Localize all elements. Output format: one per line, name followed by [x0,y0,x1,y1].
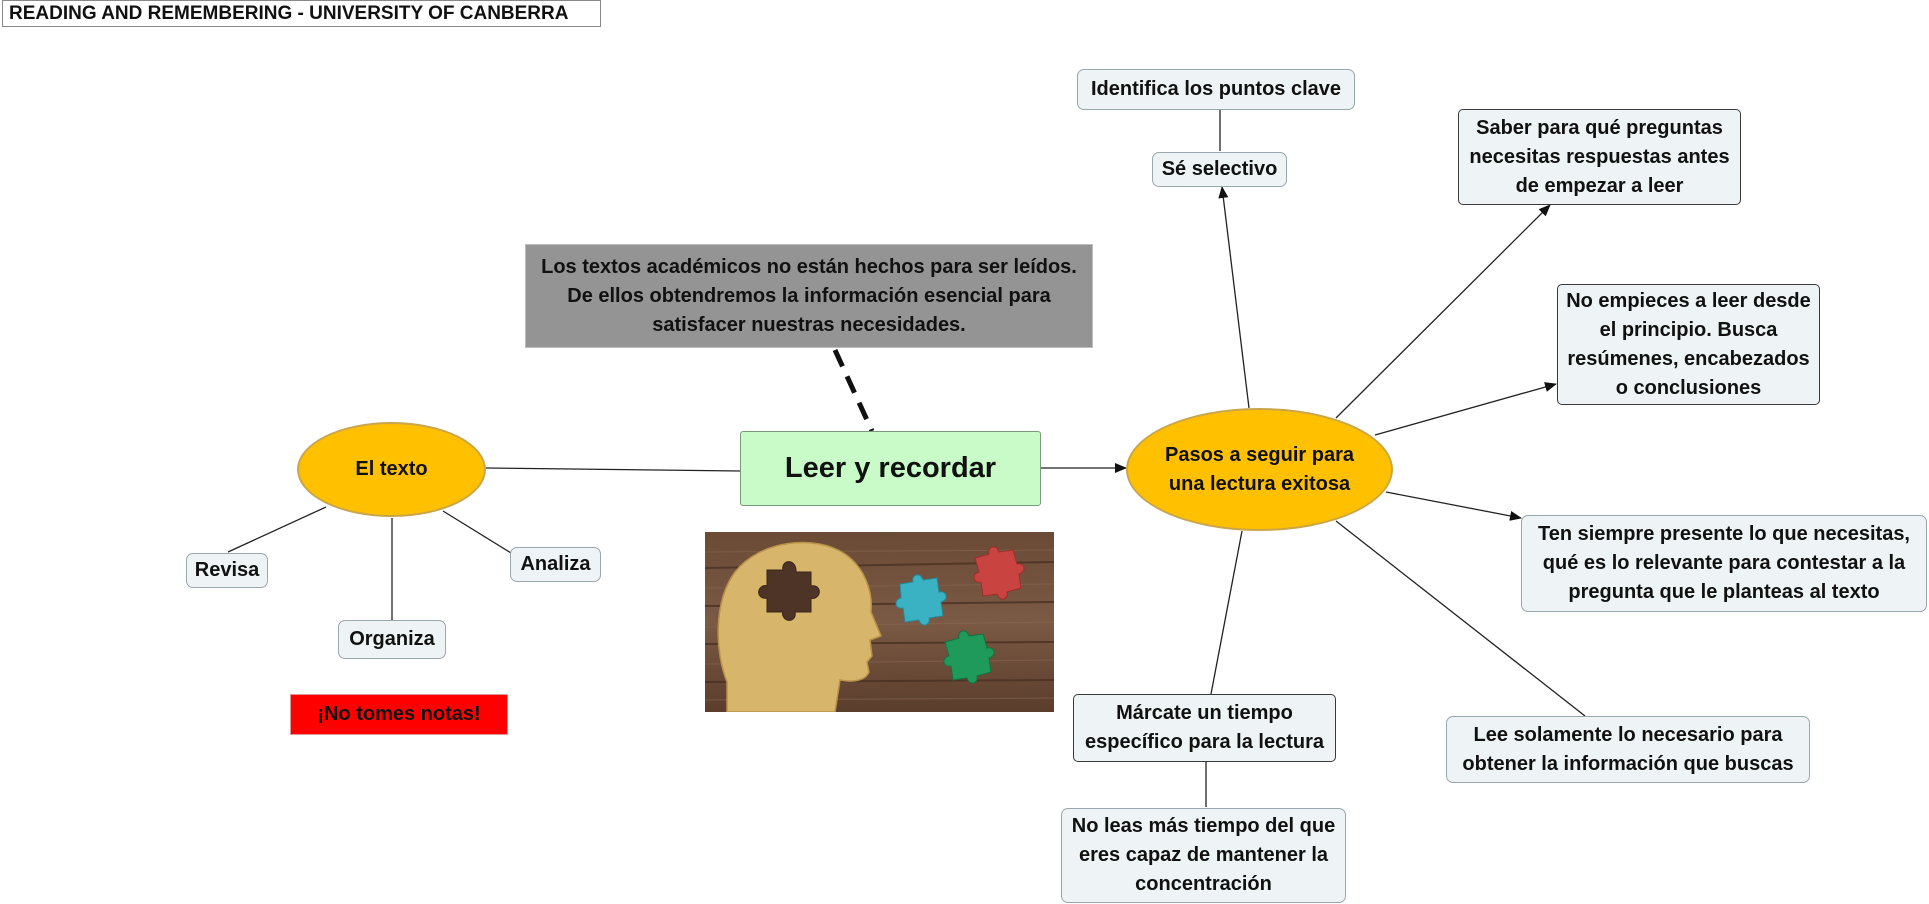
edge-revisa [227,506,327,553]
node-se-selectivo[interactable]: Sé selectivo [1152,152,1287,187]
node-organiza[interactable]: Organiza [338,620,446,659]
central-topic[interactable]: Leer y recordar [740,431,1041,506]
branch-pasos[interactable]: Pasos a seguir para una lectura exitosa [1126,408,1393,531]
node-marcate-tiempo[interactable]: Márcate un tiempo específico para la lec… [1073,694,1336,762]
node-analiza[interactable]: Analiza [510,547,601,582]
edge-center-el-texto [485,467,741,472]
branch-el-texto[interactable]: El texto [297,422,486,517]
edge-marcate [1210,530,1243,695]
node-revisa[interactable]: Revisa [186,553,268,588]
edge-saber [1335,204,1551,419]
page-title: READING AND REMEMBERING - UNIVERSITY OF … [2,0,601,27]
edge-no-empieces [1374,382,1557,436]
head-puzzle-image [705,532,1054,712]
node-ten-siempre[interactable]: Ten siempre presente lo que necesitas, q… [1521,515,1927,612]
callout-note[interactable]: Los textos académicos no están hechos pa… [525,244,1093,348]
edge-lee-solamente [1335,520,1586,717]
node-no-leas[interactable]: No leas más tiempo del que eres capaz de… [1061,808,1346,903]
warning-no-notes[interactable]: ¡No tomes notas! [290,694,508,735]
node-lee-solamente[interactable]: Lee solamente lo necesario para obtener … [1446,716,1810,783]
edge-analiza [442,510,512,554]
node-saber-preguntas[interactable]: Saber para qué preguntas necesitas respu… [1458,109,1741,205]
edge-ten-siempre [1385,491,1522,521]
edge-selectivo [1218,186,1250,409]
edge-callout-dashed [832,348,875,433]
node-no-empieces[interactable]: No empieces a leer desde el principio. B… [1557,284,1820,405]
node-identifica[interactable]: Identifica los puntos clave [1077,69,1355,110]
